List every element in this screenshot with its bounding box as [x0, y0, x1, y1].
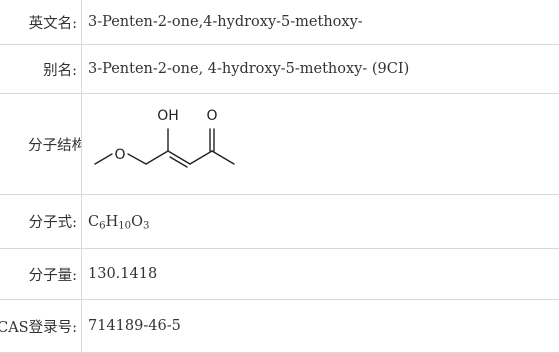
bond-methyl-oxygen [95, 154, 112, 164]
structure-value: O OH O [82, 94, 559, 195]
alias-label: 别名: [0, 45, 82, 94]
bond-oxygen-ch2 [128, 154, 146, 164]
cas-value: 714189-46-5 [82, 300, 559, 353]
english-name-label: 英文名: [0, 0, 82, 45]
atom-ether-oxygen: O [114, 147, 125, 163]
bond-c2-methyl [212, 151, 234, 164]
atom-carbonyl-oxygen: O [206, 108, 217, 124]
row-cas: CAS登录号: 714189-46-5 [0, 300, 559, 353]
formula-value: C6H10O3 [82, 195, 559, 249]
atom-hydroxyl: OH [157, 108, 179, 124]
alias-value: 3-Penten-2-one, 4-hydroxy-5-methoxy- (9C… [82, 45, 559, 94]
molecular-weight-value: 130.1418 [82, 249, 559, 300]
molecule-structure-image: O OH O [88, 96, 268, 192]
molecular-weight-label: 分子量: [0, 249, 82, 300]
cas-label: CAS登录号: [0, 300, 82, 353]
row-alias: 别名: 3-Penten-2-one, 4-hydroxy-5-methoxy-… [0, 45, 559, 94]
structure-label: 分子结构: [0, 94, 82, 195]
formula-label: 分子式: [0, 195, 82, 249]
row-structure: 分子结构: [0, 94, 559, 195]
bond-c3-c2 [190, 151, 212, 164]
bond-c4-c3-double [170, 157, 187, 167]
row-formula: 分子式: C6H10O3 [0, 195, 559, 249]
bond-ch2-c4 [146, 151, 168, 164]
row-english-name: 英文名: 3-Penten-2-one,4-hydroxy-5-methoxy- [0, 0, 559, 45]
english-name-value: 3-Penten-2-one,4-hydroxy-5-methoxy- [82, 0, 559, 45]
row-molecular-weight: 分子量: 130.1418 [0, 249, 559, 300]
